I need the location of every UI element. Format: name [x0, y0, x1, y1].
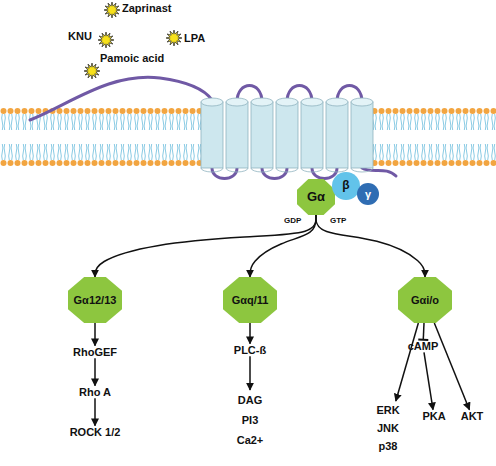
node-text: JNK: [377, 419, 399, 437]
g-protein-octagon: Gαq/11: [223, 277, 277, 323]
node-text: ERK: [376, 401, 399, 419]
nucleotide-label: GTP: [330, 216, 346, 225]
activation-arrow: [94, 358, 96, 385]
helix-cylinder: [276, 98, 298, 172]
activation-arrow: [424, 352, 433, 409]
receptor-helices: [201, 98, 373, 172]
helix-cylinder: [301, 98, 323, 172]
activation-arrow: [249, 323, 251, 344]
node-text: PKA: [422, 410, 445, 423]
helix-cylinder: [351, 98, 373, 172]
helix-cylinder: [201, 98, 223, 172]
c-terminus: [362, 168, 396, 176]
octagon-fill: [297, 179, 335, 215]
node-text: AKT: [461, 410, 484, 423]
ligand-stars: [84, 2, 182, 79]
ligand-star: [166, 30, 182, 46]
node-text: Rho A: [79, 386, 111, 399]
pathway-step: RhoGEF: [73, 346, 117, 359]
helix-cylinder: [226, 98, 248, 172]
node-text: Gαq/11: [232, 294, 269, 307]
node-text: β: [342, 179, 349, 193]
node-text: Gα: [307, 190, 325, 205]
node-text: PI3: [242, 410, 259, 430]
receptor-loops: [30, 77, 396, 178]
node-text: cAMP: [408, 340, 439, 353]
octagon-fill: [398, 277, 452, 323]
octagon-fill: [68, 277, 122, 323]
g-alpha-subunit: Gα: [297, 179, 335, 215]
intracellular-loop: [312, 168, 337, 179]
g-gamma-subunit: γ: [357, 183, 379, 205]
pathway-step: cAMP: [408, 340, 439, 353]
node-text: Ca2+: [237, 430, 264, 450]
node-text: Gα12/13: [74, 294, 117, 307]
ligand-name: Zaprinast: [122, 2, 172, 14]
n-terminus: [30, 77, 212, 120]
nucleotide-label: GDP: [284, 216, 301, 225]
g-beta-subunit: β: [332, 172, 360, 200]
activation-arrow: [95, 215, 316, 277]
ligand-name: KNU: [68, 30, 92, 42]
kinase-group: ERKJNKp38: [376, 401, 399, 455]
node-text: ROCK 1/2: [70, 426, 121, 439]
pathway-step: PLC-ß: [234, 344, 266, 357]
activation-arrow: [94, 323, 96, 346]
ligand-star: [84, 63, 100, 79]
pathway-step: Rho A: [79, 386, 111, 399]
pathway-step: PKA: [422, 410, 445, 423]
pathway-step: ROCK 1/2: [70, 426, 121, 439]
ligand-star: [104, 2, 120, 18]
octagon-fill: [223, 277, 277, 323]
activation-arrow: [316, 215, 425, 277]
g-protein-octagon: Gα12/13: [68, 277, 122, 323]
inhibition-line: [423, 323, 425, 340]
second-messengers: DAGPI3Ca2+: [237, 390, 264, 450]
node-text: Gαi/o: [411, 294, 439, 307]
node-text: p38: [379, 437, 398, 455]
pathway-step: AKT: [461, 410, 484, 423]
g-protein-octagon: Gαi/o: [398, 277, 452, 323]
activation-arrow: [249, 356, 251, 390]
node-text: PLC-ß: [234, 344, 266, 357]
activation-arrow: [396, 323, 419, 401]
intracellular-loop: [212, 168, 237, 179]
activation-arrow: [250, 215, 316, 277]
lipid-bilayer-right: [373, 106, 496, 168]
ligand-star: [98, 32, 114, 48]
activation-arrow: [434, 323, 469, 410]
node-text: γ: [365, 188, 371, 201]
node-text: DAG: [238, 390, 262, 410]
ligand-name: Pamoic acid: [100, 52, 164, 64]
node-text: RhoGEF: [73, 346, 117, 359]
intracellular-loop: [262, 168, 287, 179]
activation-arrow: [94, 398, 96, 425]
helix-cylinder: [326, 98, 348, 172]
helix-cylinder: [251, 98, 273, 172]
lipid-bilayer-left: [0, 106, 201, 168]
ligand-name: LPA: [184, 32, 205, 44]
